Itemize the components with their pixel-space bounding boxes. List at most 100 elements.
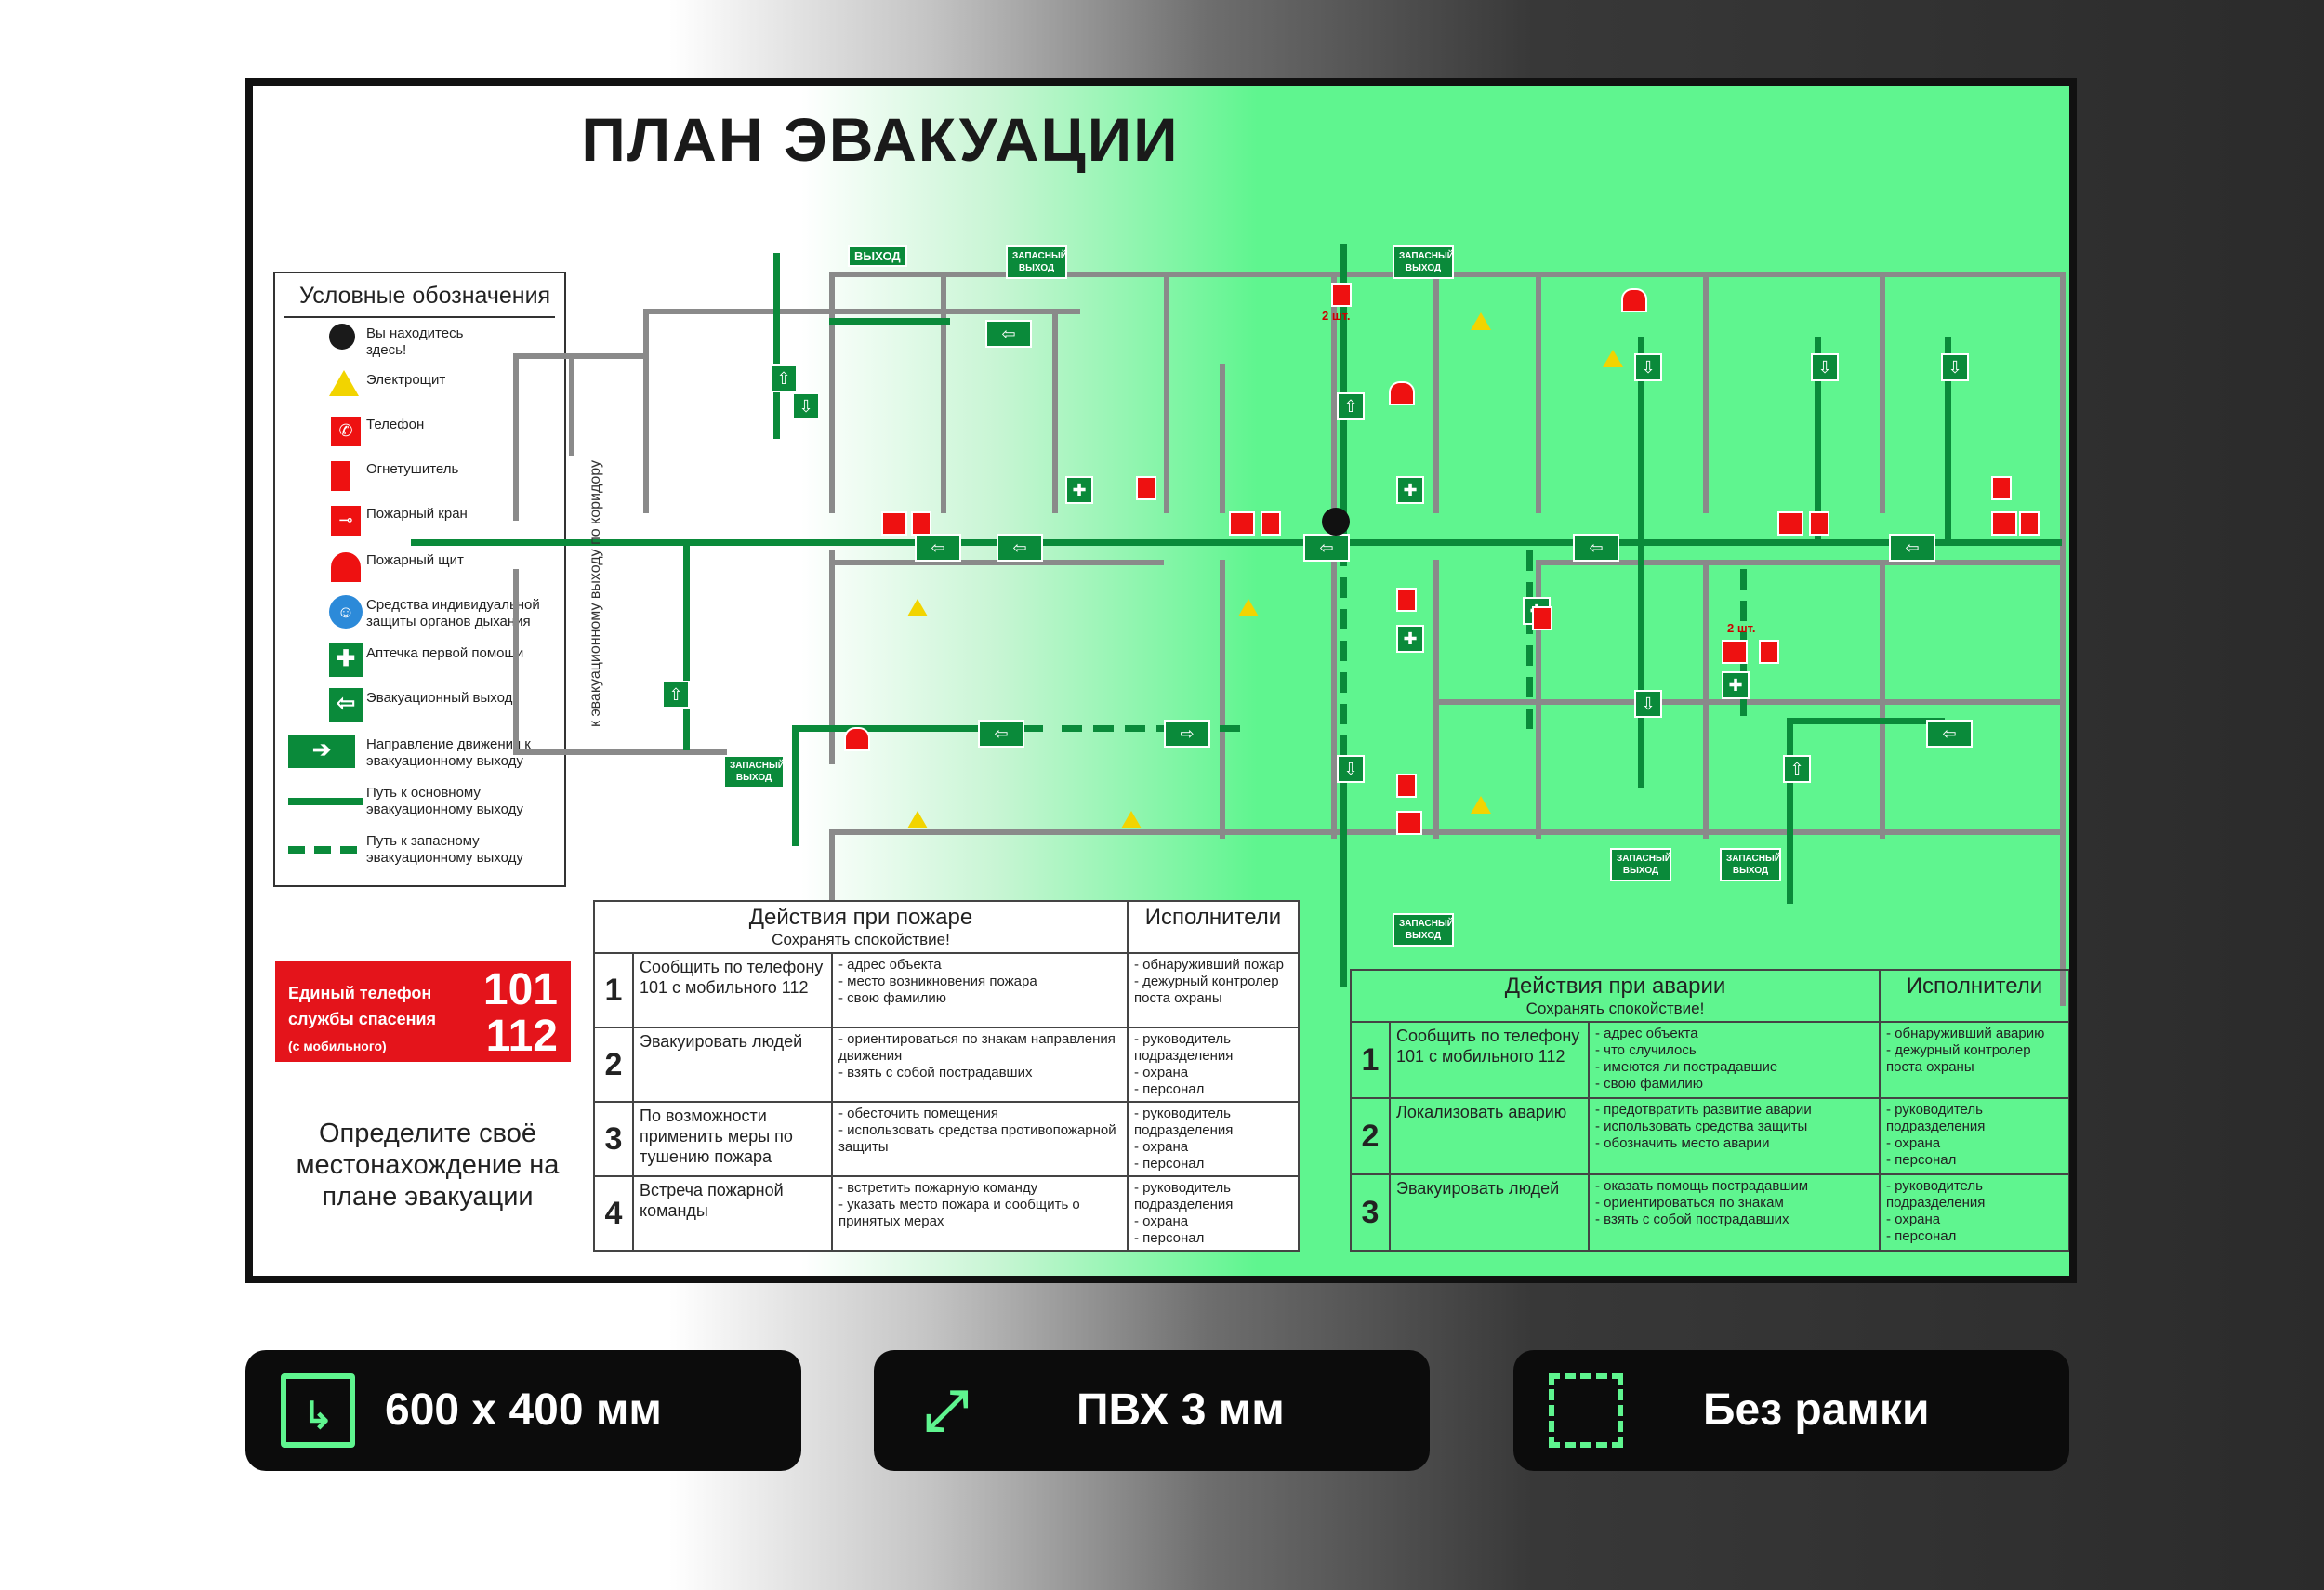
corridor-direction-note: к эвакуационному выходу по коридору (588, 460, 603, 727)
emergency-numbers: 101 112 (482, 965, 558, 1061)
fire-shield-icon (1389, 381, 1415, 405)
feature-text: 600 x 400 мм (385, 1385, 662, 1435)
legend-item: Пожарный щит (288, 549, 562, 590)
fire-extinguisher-icon (911, 511, 931, 536)
spare-exit-label: ЗАПАСНЫЙ ВЫХОД (1610, 848, 1671, 881)
fire-extinguisher-icon (1261, 511, 1281, 536)
exit-direction-icon: ⇨ (1164, 720, 1210, 748)
table-row: 4 Встреча пожарной команды - встретить п… (593, 1175, 1300, 1252)
fire-extinguisher-icon (329, 459, 351, 493)
legend-item: ⊸Пожарный кран (288, 502, 562, 543)
evacuation-exit-icon: ⇩ (1941, 353, 1969, 381)
exit-direction-icon: ⇦ (1926, 720, 1973, 748)
legend-item: ✆Телефон (288, 413, 562, 454)
feature-badge-frame: Без рамки (1513, 1350, 2069, 1471)
fire-extinguisher-icon (1396, 774, 1417, 798)
fire-hydrant-icon (1229, 511, 1255, 536)
spare-route-dashed-line (288, 846, 363, 854)
electric-hazard-icon (1603, 350, 1623, 367)
first-aid-icon: ✚ (1396, 476, 1424, 504)
you-are-here-dot (1322, 508, 1350, 536)
you-are-here-dot (329, 324, 355, 350)
frame-corners-icon (1549, 1373, 1623, 1448)
fire-hydrant-icon (1396, 811, 1422, 835)
evacuation-exit-icon: ⇩ (792, 392, 820, 420)
table-row: 2 Эвакуировать людей - ориентироваться п… (593, 1027, 1300, 1103)
legend-item: Вы находитесь здесь! (288, 322, 562, 363)
legend-item: ☺Средства индивидуальной защиты органов … (288, 593, 562, 634)
evacuation-plan-poster: ПЛАН ЭВАКУАЦИИ Условные обозначения Вы н… (245, 78, 2077, 1283)
fire-hydrant-icon (881, 511, 907, 536)
fire-extinguisher-icon (1331, 283, 1352, 307)
first-aid-icon: ✚ (1396, 625, 1424, 653)
electric-hazard-icon (1471, 796, 1491, 814)
emergency-phone-label: Единый телефон службы спасения (с мобиль… (288, 984, 437, 1053)
quantity-label: 2 шт. (1727, 621, 1756, 635)
table-row: 2 Локализовать аварию - предотвратить ра… (1350, 1097, 2069, 1175)
feature-text: Без рамки (1703, 1385, 1930, 1435)
main-route-line (288, 798, 363, 805)
fire-extinguisher-icon (1532, 606, 1552, 630)
electric-hazard-icon (1471, 312, 1491, 330)
legend-title: Условные обозначения (284, 273, 555, 318)
legend-item: Огнетушитель (288, 457, 562, 498)
feature-badge-material: ⤢ ПВХ 3 мм (874, 1350, 1430, 1471)
evacuation-exit-icon: ⇧ (1783, 755, 1811, 783)
exit-label: ВЫХОД (848, 245, 907, 267)
plan-title: ПЛАН ЭВАКУАЦИИ (581, 105, 1180, 174)
legend-item: Путь к основному эвакуационному выходу (288, 781, 562, 822)
evacuation-exit-icon: ⇦ (329, 688, 363, 722)
fire-extinguisher-icon (1759, 640, 1779, 664)
electric-hazard-icon (907, 599, 928, 616)
evacuation-exit-icon: ⇩ (1634, 690, 1662, 718)
exit-direction-icon: ➔ (288, 735, 355, 768)
evacuation-exit-icon: ⇧ (1337, 392, 1365, 420)
legend-item: Электрощит (288, 368, 562, 409)
electric-hazard-icon (1238, 599, 1259, 616)
feature-badge-size: ↳ 600 x 400 мм (245, 1350, 801, 1471)
fire-extinguisher-icon (1396, 588, 1417, 612)
fire-hydrant-icon (1991, 511, 2017, 536)
table-row: 3 Эвакуировать людей - оказать помощь по… (1350, 1173, 2069, 1252)
fire-hydrant-icon (1722, 640, 1748, 664)
exit-direction-icon: ⇦ (985, 320, 1032, 348)
fire-extinguisher-icon (1991, 476, 2012, 500)
exit-direction-icon: ⇦ (1573, 534, 1619, 562)
electric-hazard-icon (1121, 811, 1142, 828)
evacuation-exit-icon: ⇧ (770, 364, 798, 392)
locate-yourself-text: Определите своё местонахождение на плане… (296, 1119, 560, 1212)
quantity-label: 2 шт. (1322, 309, 1351, 323)
exit-direction-icon: ⇦ (915, 534, 961, 562)
executors-header: Исполнители (1879, 969, 2069, 1023)
legend: Условные обозначения Вы находитесь здесь… (273, 272, 566, 887)
exit-direction-icon: ⇦ (978, 720, 1024, 748)
phone-icon: ✆ (329, 415, 363, 448)
feature-text: ПВХ 3 мм (1076, 1385, 1285, 1435)
evacuation-exit-icon: ⇧ (662, 681, 690, 709)
exit-direction-icon: ⇦ (997, 534, 1043, 562)
fire-extinguisher-icon (1136, 476, 1156, 500)
first-aid-icon: ✚ (1065, 476, 1093, 504)
evacuation-exit-icon: ⇩ (1337, 755, 1365, 783)
fire-extinguisher-icon (1809, 511, 1829, 536)
evacuation-exit-icon: ⇩ (1811, 353, 1839, 381)
respirator-icon: ☺ (329, 595, 363, 629)
executors-header: Исполнители (1127, 900, 1300, 954)
emergency-phone-box: Единый телефон службы спасения (с мобиль… (275, 961, 571, 1062)
spare-exit-label: ЗАПАСНЫЙ ВЫХОД (1006, 245, 1067, 279)
exit-direction-icon: ⇦ (1889, 534, 1935, 562)
spare-exit-label: ЗАПАСНЫЙ ВЫХОД (1393, 913, 1454, 947)
exit-direction-icon: ⇦ (1303, 534, 1350, 562)
table-row: 1 Сообщить по телефону 101 с мобильного … (1350, 1021, 2069, 1099)
fire-hydrant-icon (1777, 511, 1803, 536)
spare-exit-label: ЗАПАСНЫЙ ВЫХОД (1393, 245, 1454, 279)
spare-exit-label: ЗАПАСНЫЙ ВЫХОД (1720, 848, 1781, 881)
fire-shield-icon (329, 550, 363, 584)
evacuation-exit-icon: ⇩ (1634, 353, 1662, 381)
table-row: 3 По возможности применить меры по тушен… (593, 1101, 1300, 1177)
legend-item: Путь к запасному эвакуационному выходу (288, 829, 562, 870)
